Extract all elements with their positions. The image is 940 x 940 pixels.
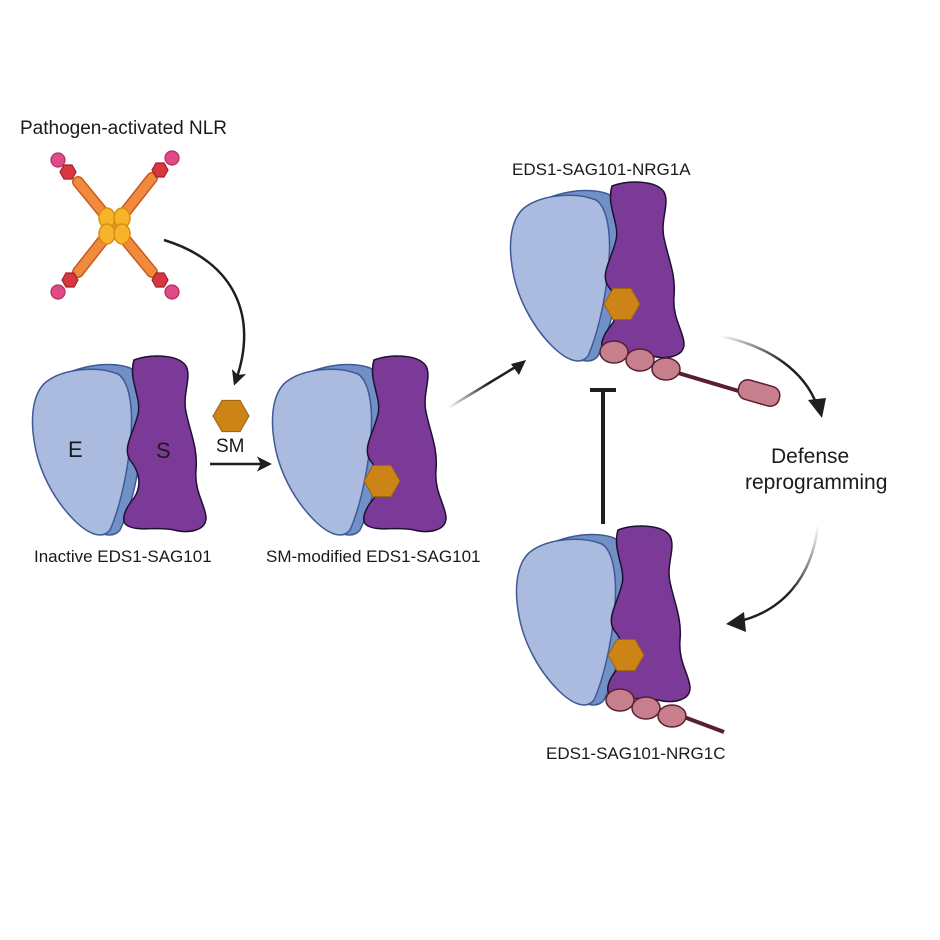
sm-modified-complex-label: SM-modified EDS1-SAG101 — [266, 547, 481, 566]
nrg1a-complex-label: EDS1-SAG101-NRG1A — [512, 160, 691, 179]
sm-hexagon-icon — [212, 399, 250, 433]
nlr-to-sm-arrow — [163, 238, 247, 386]
sm-modified-complex — [271, 355, 447, 536]
inhibition-bar — [590, 388, 616, 524]
to-defense-arrow — [719, 334, 820, 409]
eds1-glyph-label: E — [68, 437, 83, 462]
sm-label: SM — [216, 436, 245, 457]
to-nrg1a-arrowhead — [511, 360, 526, 375]
defense-label-line1: Defense — [771, 445, 850, 468]
nrg1c-complex-label: EDS1-SAG101-NRG1C — [546, 744, 726, 763]
to-nrg1c-arrow — [735, 524, 820, 624]
to-nrg1c-arrowhead — [726, 612, 746, 632]
eds1-sag101-nrg1c-complex — [515, 525, 725, 734]
sag101-glyph-label: S — [156, 438, 171, 463]
inactive-eds1-sag101-complex — [31, 355, 207, 536]
defense-label-line2: reprogramming — [745, 471, 888, 494]
to-defense-arrowhead — [808, 398, 826, 418]
pathogen-nlr-label: Pathogen-activated NLR — [20, 118, 228, 139]
pathogen-activated-nlr-icon — [50, 150, 180, 300]
eds1-sag101-nrg1a-complex — [509, 181, 781, 408]
to-nrg1a-arrow — [447, 361, 523, 410]
inactive-complex-label: Inactive EDS1-SAG101 — [34, 547, 212, 566]
